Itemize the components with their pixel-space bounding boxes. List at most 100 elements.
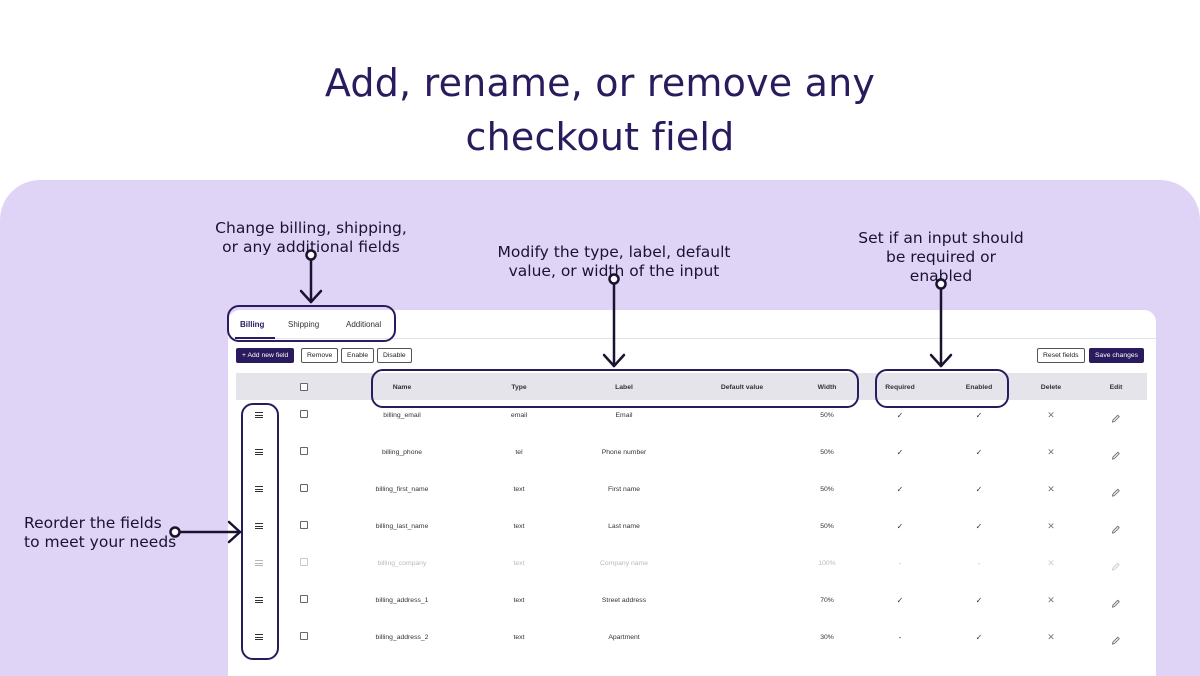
drag-handle-icon[interactable] <box>255 412 263 418</box>
cell-width: 50% <box>820 523 834 530</box>
close-icon[interactable]: ✕ <box>1047 632 1055 642</box>
cell-label: Apartment <box>608 634 640 641</box>
drag-handle-icon[interactable] <box>255 486 263 492</box>
close-icon[interactable]: ✕ <box>1047 410 1055 420</box>
cell-required[interactable]: ✓ <box>896 448 904 457</box>
cell-required[interactable]: ✓ <box>896 522 904 531</box>
cell-type: text <box>513 634 525 641</box>
callout-columns-line-1: Modify the type, label, default <box>497 243 731 261</box>
tab-shipping[interactable]: Shipping <box>288 320 320 329</box>
pencil-icon[interactable] <box>1111 447 1121 465</box>
tab-additional[interactable]: Additional <box>346 320 382 329</box>
callout-columns: Modify the type, label, default value, o… <box>494 243 734 281</box>
select-all-checkbox[interactable] <box>300 383 308 391</box>
drag-handle-icon[interactable] <box>255 597 263 603</box>
enable-button[interactable]: Enable <box>341 348 375 363</box>
active-tab-indicator <box>235 337 275 339</box>
row-checkbox[interactable] <box>300 447 308 455</box>
cell-enabled[interactable]: ✓ <box>975 448 983 457</box>
cell-type: text <box>513 486 525 493</box>
cell-width: 50% <box>820 449 834 456</box>
cell-label: Company name <box>600 560 648 567</box>
drag-handle-icon[interactable] <box>255 560 263 566</box>
remove-button[interactable]: Remove <box>301 348 339 363</box>
row-checkbox[interactable] <box>300 632 308 640</box>
headline-line-2: checkout field <box>465 115 735 159</box>
column-default-value: Default value <box>720 384 764 391</box>
cell-type: text <box>513 560 525 567</box>
cell-enabled[interactable]: ✓ <box>975 522 983 531</box>
drag-handle-icon[interactable] <box>255 449 263 455</box>
cell-label: First name <box>607 486 641 493</box>
callout-required-line-2: be required or <box>885 248 997 266</box>
drag-handle-icon[interactable] <box>255 634 263 640</box>
drag-handle-icon[interactable] <box>255 523 263 529</box>
cell-label: Phone number <box>601 449 647 456</box>
cell-name: billing_company <box>377 560 427 567</box>
pencil-icon[interactable] <box>1111 595 1121 613</box>
save-changes-button[interactable]: Save changes <box>1089 348 1145 363</box>
row-checkbox[interactable] <box>300 595 308 603</box>
page-headline: Add, rename, or remove any checkout fiel… <box>0 56 1200 164</box>
cell-required[interactable]: ✓ <box>896 485 904 494</box>
table-row: billing_email email Email 50% ✓ ✓ ✕ <box>236 400 1147 437</box>
column-label: Label <box>615 384 633 391</box>
close-icon[interactable]: ✕ <box>1047 521 1055 531</box>
close-icon[interactable]: ✕ <box>1047 595 1055 605</box>
cell-enabled[interactable]: ✓ <box>975 485 983 494</box>
disable-button[interactable]: Disable <box>377 348 412 363</box>
cell-width: 50% <box>820 412 834 419</box>
cell-required[interactable]: ✓ <box>896 411 904 420</box>
cell-width: 100% <box>818 560 836 567</box>
row-checkbox[interactable] <box>300 521 308 529</box>
callout-required-line-3: enabled <box>909 267 973 285</box>
cell-type: text <box>513 597 525 604</box>
cell-label: Last name <box>608 523 640 530</box>
cell-enabled[interactable]: - <box>977 559 981 568</box>
callout-required: Set if an input should be required or en… <box>851 229 1031 286</box>
cell-type: email <box>510 412 528 419</box>
cell-label: Email <box>615 412 633 419</box>
pencil-icon[interactable] <box>1111 521 1121 539</box>
callout-columns-line-2: value, or width of the input <box>508 262 720 280</box>
checkout-fields-panel: Billing Shipping Additional + Add new fi… <box>228 310 1156 676</box>
pencil-icon[interactable] <box>1111 484 1121 502</box>
pencil-icon[interactable] <box>1111 558 1121 576</box>
table-row: billing_company text Company name 100% - - ✕ <box>236 548 1147 585</box>
cell-required[interactable]: ✓ <box>896 596 904 605</box>
tab-billing[interactable]: Billing <box>240 320 265 329</box>
cell-name: billing_address_1 <box>375 597 429 604</box>
cell-name: billing_first_name <box>375 486 429 493</box>
close-icon[interactable]: ✕ <box>1047 484 1055 494</box>
row-checkbox[interactable] <box>300 558 308 566</box>
headline-line-1: Add, rename, or remove any <box>324 61 876 105</box>
row-checkbox[interactable] <box>300 484 308 492</box>
column-type: Type <box>511 384 527 391</box>
pencil-icon[interactable] <box>1111 410 1121 428</box>
callout-reorder-line-1: Reorder the fields <box>24 514 162 532</box>
cell-name: billing_email <box>383 412 421 419</box>
callout-reorder: Reorder the fields to meet your needs <box>24 514 176 552</box>
cell-name: billing_last_name <box>375 523 429 530</box>
callout-tabs-line-2: or any additional fields <box>222 238 400 256</box>
callout-tabs-line-1: Change billing, shipping, <box>215 219 407 237</box>
cell-name: billing_phone <box>381 449 423 456</box>
cell-enabled[interactable]: ✓ <box>975 596 983 605</box>
table-header: Name Type Label Default value Width Requ… <box>236 373 1147 400</box>
cell-enabled[interactable]: ✓ <box>975 411 983 420</box>
reset-fields-button[interactable]: Reset fields <box>1037 348 1085 363</box>
close-icon[interactable]: ✕ <box>1047 558 1055 568</box>
row-checkbox[interactable] <box>300 410 308 418</box>
cell-required[interactable]: - <box>898 559 902 568</box>
cell-required[interactable]: - <box>898 633 902 642</box>
cell-width: 30% <box>820 634 834 641</box>
cell-enabled[interactable]: ✓ <box>975 633 983 642</box>
cell-type: tel <box>515 449 523 456</box>
pencil-icon[interactable] <box>1111 632 1121 650</box>
add-new-field-button[interactable]: + Add new field <box>236 348 295 363</box>
callout-tabs: Change billing, shipping, or any additio… <box>211 219 411 257</box>
close-icon[interactable]: ✕ <box>1047 447 1055 457</box>
